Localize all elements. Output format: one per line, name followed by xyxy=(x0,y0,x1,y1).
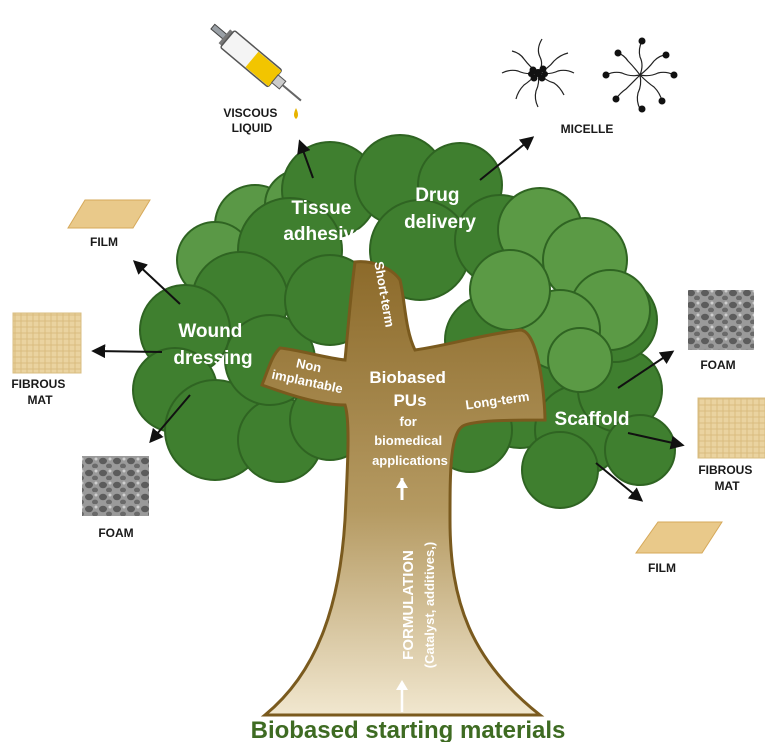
foam-left-label: FOAM xyxy=(98,526,133,540)
foam-icon xyxy=(688,290,754,350)
scaffold-label: Scaffold xyxy=(555,409,630,430)
arrow-film-left xyxy=(132,260,181,305)
arrow-viscous-liquid xyxy=(297,139,314,179)
foam-right-label: FOAM xyxy=(700,358,735,372)
formulation-label: FORMULATION xyxy=(400,550,417,660)
drug-delivery-label: Drug delivery xyxy=(404,185,476,233)
formulation-sub-label: (Catalyst, additives,) xyxy=(422,542,437,668)
foam-icon xyxy=(82,456,149,516)
film-right-label: FILM xyxy=(648,561,676,575)
film-left-label: FILM xyxy=(90,235,118,249)
arrow-fibrous-left xyxy=(91,344,163,359)
arrow-fibrous-right xyxy=(627,432,685,450)
fibrous-mat-icon xyxy=(697,397,765,459)
arrow-foam-right xyxy=(617,350,675,389)
bottom-title: Biobased starting materials xyxy=(251,717,566,742)
syringe-icon xyxy=(210,23,302,102)
up-arrow-lower-icon xyxy=(396,680,408,690)
center-subtitle: for biomedical applications xyxy=(372,414,448,468)
arrow-film-right xyxy=(595,462,644,502)
fibrous-right-label: FIBROUS MAT xyxy=(698,463,755,493)
up-arrow-upper-icon xyxy=(396,478,408,488)
foliage xyxy=(132,134,676,509)
liquid-drop-icon xyxy=(294,108,298,119)
fibrous-mat-icon xyxy=(12,312,82,374)
micelle-icon xyxy=(602,37,678,113)
arrow-micelle xyxy=(479,136,535,181)
center-title: Biobased PUs xyxy=(369,368,450,410)
micelle-label: MICELLE xyxy=(561,122,614,136)
arrow-foam-left xyxy=(149,394,191,444)
film-icon xyxy=(635,521,723,554)
tissue-adhesive-label: Tissue adhesive xyxy=(283,198,364,245)
film-icon xyxy=(67,199,151,229)
arrows xyxy=(91,136,685,502)
fibrous-left-label: FIBROUS MAT xyxy=(11,377,68,407)
wound-dressing-label: Wound dressing xyxy=(173,321,252,369)
micelle-icon xyxy=(501,38,575,108)
viscous-liquid-label: VISCOUS LIQUID xyxy=(223,106,280,135)
